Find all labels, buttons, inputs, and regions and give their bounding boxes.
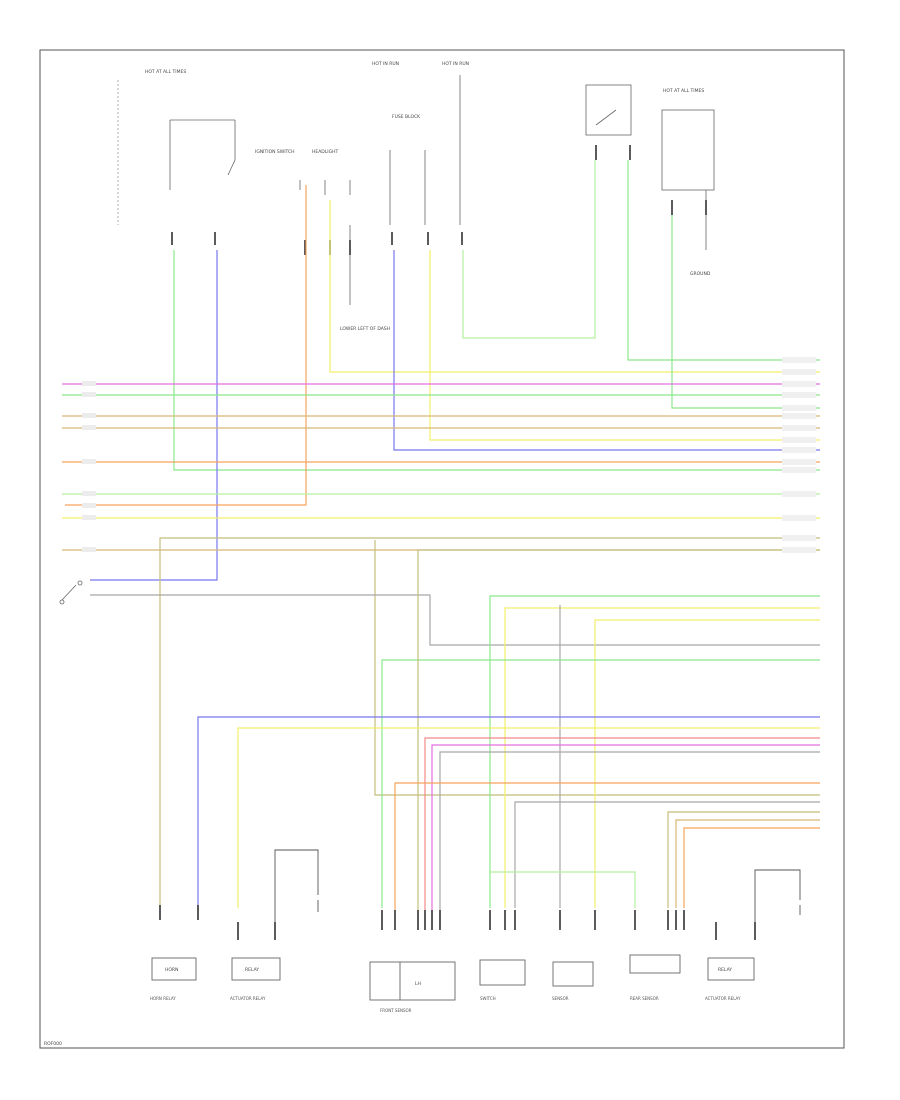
component-label-2: RELAY bbox=[245, 967, 259, 973]
bottom-components bbox=[151, 954, 755, 1001]
component-label-7: RELAY bbox=[718, 967, 732, 973]
component-caption-2: ACTUATOR RELAY bbox=[230, 996, 266, 1001]
label-hot-all-times: HOT AT ALL TIMES bbox=[145, 69, 186, 75]
label-page-id: ROF000 bbox=[44, 1041, 62, 1047]
top-fuse-group bbox=[169, 75, 715, 305]
component-caption-7: ACTUATOR RELAY bbox=[705, 996, 741, 1001]
label-hot-at-all-times-right: HOT AT ALL TIMES bbox=[663, 88, 704, 94]
label-ignition-switch: IGNITION SWITCH bbox=[255, 149, 295, 155]
component-label-1: HORN bbox=[165, 967, 178, 973]
component-labels: HORN RELAY LH RELAY HORN RELAY ACTUATOR … bbox=[150, 967, 741, 1013]
upper-vertical-wires bbox=[65, 160, 820, 581]
left-switch bbox=[59, 580, 83, 605]
component-caption-3: FRONT SENSOR bbox=[380, 1008, 412, 1013]
right-wire-labels bbox=[782, 357, 816, 553]
left-wire-tags bbox=[82, 381, 96, 552]
diagram-border bbox=[39, 49, 845, 1049]
component-label-3: LH bbox=[415, 981, 421, 987]
top-connectors bbox=[171, 145, 707, 255]
bottom-connectors bbox=[159, 905, 756, 940]
label-hot-in-run: HOT IN RUN bbox=[372, 61, 399, 67]
component-caption-1: HORN RELAY bbox=[150, 996, 176, 1001]
label-headlight: HEADLIGHT bbox=[312, 149, 338, 155]
label-ground: GROUND bbox=[690, 271, 711, 277]
component-caption-6: REAR SENSOR bbox=[630, 996, 659, 1001]
horizontal-bus-wires bbox=[62, 383, 820, 910]
component-caption-5: SENSOR bbox=[552, 996, 569, 1001]
label-lower-left: LOWER LEFT OF DASH bbox=[340, 326, 390, 332]
label-hot-in-run-2: HOT IN RUN bbox=[442, 61, 469, 67]
component-caption-4: SWITCH bbox=[480, 996, 496, 1001]
ground-wires bbox=[274, 849, 801, 922]
label-fuse-block: FUSE BLOCK bbox=[392, 114, 421, 120]
